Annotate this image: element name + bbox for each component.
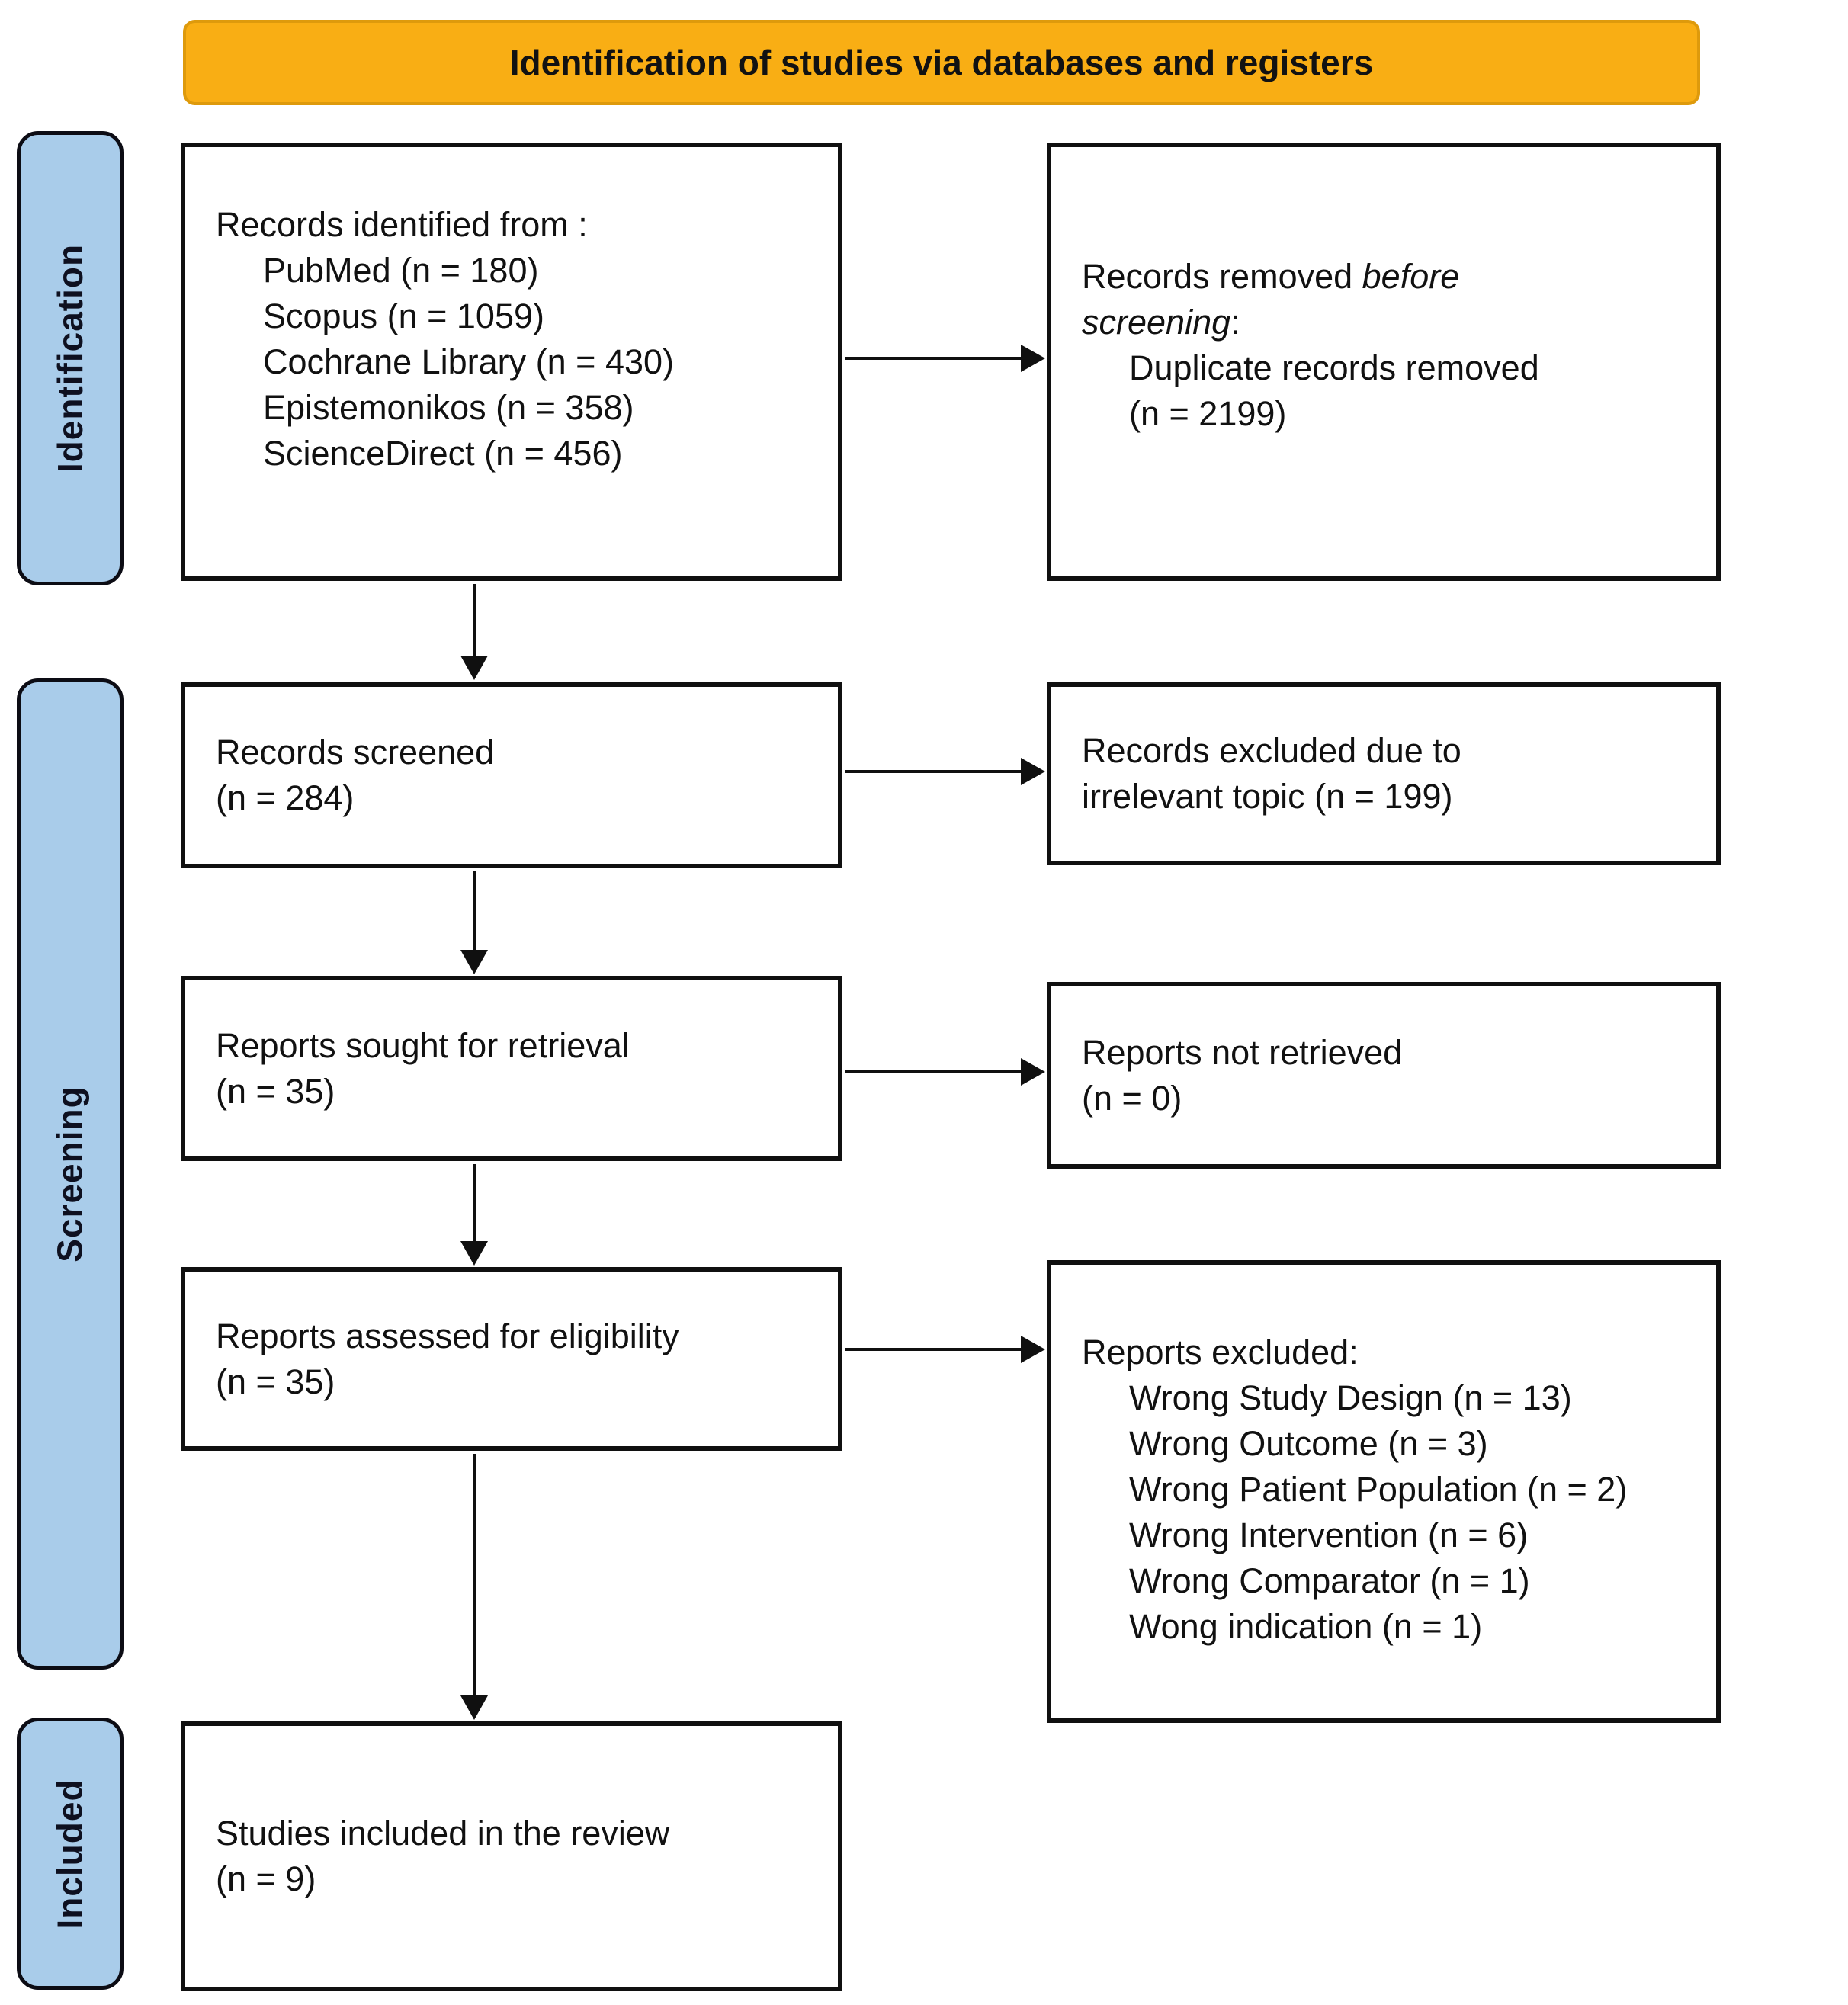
list-item: Wong indication (n = 1): [1129, 1607, 1483, 1646]
arrow-head-down-icon: [460, 1241, 488, 1266]
arrow-stem: [845, 1348, 1025, 1351]
stage-label-included-text: Included: [50, 1778, 90, 1930]
list-item: Scopus (n = 1059): [263, 297, 544, 335]
box-records-removed-line1: Records removed before: [1082, 254, 1698, 300]
box-records-screened: Records screened (n = 284): [181, 682, 842, 868]
arrow-stem: [473, 584, 476, 659]
arrow-head-down-icon: [460, 1695, 488, 1720]
box-records-identified-title: Records identified from :: [216, 205, 588, 244]
stage-label-identification-text: Identification: [50, 243, 91, 473]
banner-title: Identification of studies via databases …: [183, 20, 1700, 105]
box-records-identified: Records identified from : PubMed (n = 18…: [181, 143, 842, 581]
box-reports-sought: Reports sought for retrieval (n = 35): [181, 976, 842, 1161]
arrow-right-assessed-to-reports-excluded: [845, 1336, 1045, 1363]
stage-label-screening: Screening: [17, 678, 124, 1670]
box-records-removed-line1-normal: Records removed: [1082, 257, 1362, 296]
list-item: Epistemonikos (n = 358): [263, 388, 634, 427]
box-records-removed-line2: screening:: [1082, 300, 1698, 345]
box-reports-assessed: Reports assessed for eligibility (n = 35…: [181, 1267, 842, 1451]
box-reports-not-retrieved: Reports not retrieved (n = 0): [1047, 982, 1721, 1169]
box-reports-sought-count: (n = 35): [216, 1071, 335, 1111]
box-studies-included-count: (n = 9): [216, 1859, 316, 1898]
arrow-stem: [473, 1454, 476, 1699]
box-reports-assessed-line: Reports assessed for eligibility: [216, 1316, 679, 1355]
box-records-screened-count: (n = 284): [216, 778, 355, 817]
list-item: Wrong Outcome (n = 3): [1129, 1424, 1488, 1463]
list-item: (n = 2199): [1129, 394, 1287, 433]
box-records-removed-line2-italic: screening: [1082, 303, 1231, 342]
box-records-removed-line2-colon: :: [1230, 303, 1240, 342]
arrow-head-down-icon: [460, 656, 488, 680]
arrow-stem: [845, 357, 1025, 360]
list-item: Wrong Intervention (n = 6): [1129, 1516, 1529, 1554]
box-reports-not-retrieved-count: (n = 0): [1082, 1078, 1182, 1118]
box-records-screened-line: Records screened: [216, 733, 495, 772]
list-item: Wrong Study Design (n = 13): [1129, 1378, 1572, 1417]
box-records-removed: Records removed before screening: Duplic…: [1047, 143, 1721, 581]
arrow-head-right-icon: [1021, 345, 1045, 372]
arrow-right-identified-to-removed: [845, 345, 1045, 372]
arrow-down-sought-to-assessed: [460, 1164, 488, 1266]
arrow-head-right-icon: [1021, 1058, 1045, 1086]
box-records-excluded-line: Records excluded due to: [1082, 731, 1461, 770]
box-reports-not-retrieved-line: Reports not retrieved: [1082, 1032, 1403, 1072]
list-item: Duplicate records removed: [1129, 348, 1539, 387]
list-item: PubMed (n = 180): [263, 251, 539, 290]
box-reports-excluded-title: Reports excluded:: [1082, 1333, 1359, 1371]
arrow-right-sought-to-not-retrieved: [845, 1058, 1045, 1086]
arrow-stem: [473, 1164, 476, 1244]
box-reports-excluded: Reports excluded: Wrong Study Design (n …: [1047, 1260, 1721, 1723]
arrow-head-down-icon: [460, 950, 488, 974]
box-records-removed-line1-italic: before: [1362, 257, 1460, 296]
arrow-down-screened-to-sought: [460, 871, 488, 974]
arrow-head-right-icon: [1021, 758, 1045, 785]
list-item: ScienceDirect (n = 456): [263, 434, 623, 473]
arrow-stem: [473, 871, 476, 953]
box-reports-sought-line: Reports sought for retrieval: [216, 1025, 630, 1065]
box-studies-included-line: Studies included in the review: [216, 1814, 670, 1853]
arrow-head-right-icon: [1021, 1336, 1045, 1363]
stage-label-included: Included: [17, 1718, 124, 1990]
list-item: Wrong Comparator (n = 1): [1129, 1561, 1530, 1600]
box-records-excluded: Records excluded due to irrelevant topic…: [1047, 682, 1721, 865]
stage-label-screening-text: Screening: [50, 1086, 91, 1262]
arrow-stem: [845, 770, 1025, 773]
stage-label-identification: Identification: [17, 131, 124, 585]
arrow-down-identified-to-screened: [460, 584, 488, 680]
list-item: Wrong Patient Population (n = 2): [1129, 1470, 1628, 1509]
box-reports-assessed-count: (n = 35): [216, 1362, 335, 1401]
arrow-down-assessed-to-included: [460, 1454, 488, 1720]
arrow-right-screened-to-excluded: [845, 758, 1045, 785]
box-records-excluded-count: irrelevant topic (n = 199): [1082, 777, 1453, 816]
arrow-stem: [845, 1070, 1025, 1073]
list-item: Cochrane Library (n = 430): [263, 342, 675, 381]
box-studies-included: Studies included in the review (n = 9): [181, 1721, 842, 1991]
